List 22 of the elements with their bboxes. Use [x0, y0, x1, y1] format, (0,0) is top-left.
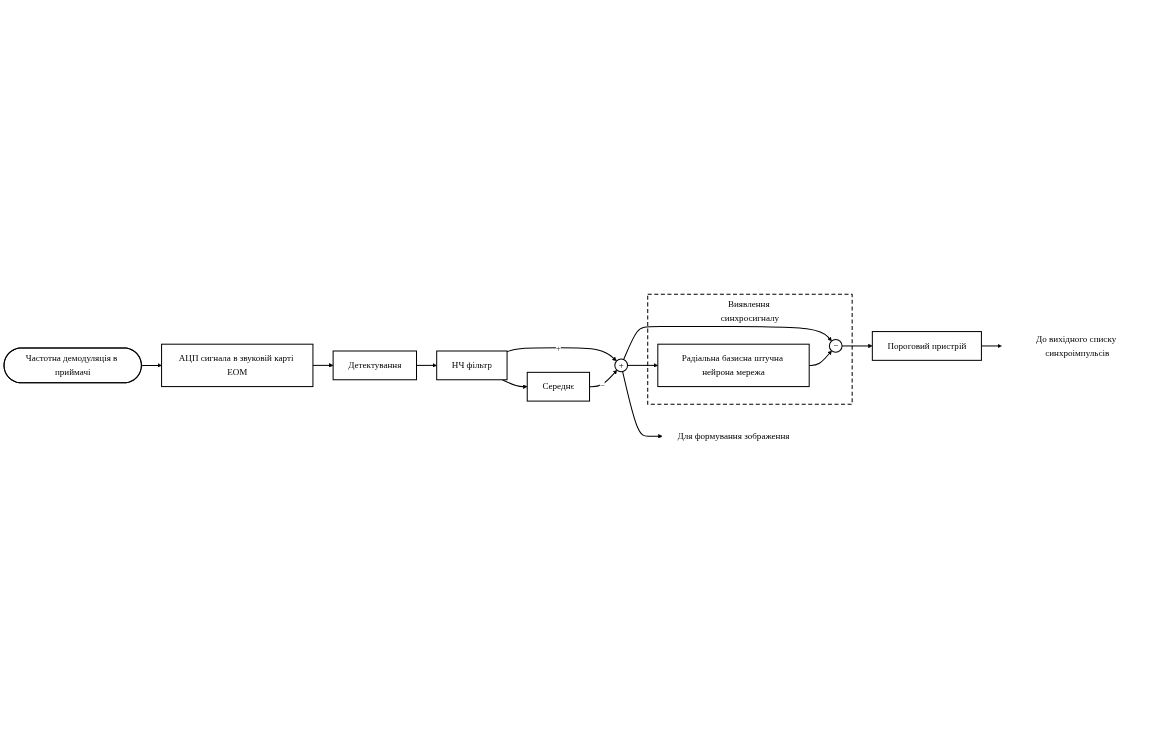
- node-box: Пороговий пристрій: [871, 331, 982, 361]
- node-text: Для формування зображення: [677, 430, 790, 442]
- arrow: [623, 326, 832, 361]
- node-box: Середнє: [526, 371, 591, 402]
- node-box: АЦП сигнала в звуковій карті ЕОМ: [161, 343, 314, 388]
- arrow: [622, 371, 663, 439]
- node-box: Радіальна базисна штучна нейрона мережа: [657, 343, 810, 388]
- edge-label: −: [599, 381, 605, 392]
- arrow: [501, 379, 528, 389]
- node-text: До вихідного списку синхроімпульсів: [1036, 333, 1117, 358]
- arrow: [312, 363, 334, 368]
- node-box: НЧ фільтр: [436, 350, 508, 381]
- arrow: [506, 347, 617, 362]
- arrow: [841, 343, 873, 349]
- arrow: [627, 363, 658, 368]
- node-box: Детектування: [332, 350, 417, 381]
- edge-label: +: [555, 342, 561, 353]
- node-circle: +: [614, 358, 629, 373]
- arrow: [416, 363, 437, 368]
- node-circle: −: [828, 339, 843, 353]
- arrow: [141, 363, 162, 368]
- arrow: [589, 369, 618, 388]
